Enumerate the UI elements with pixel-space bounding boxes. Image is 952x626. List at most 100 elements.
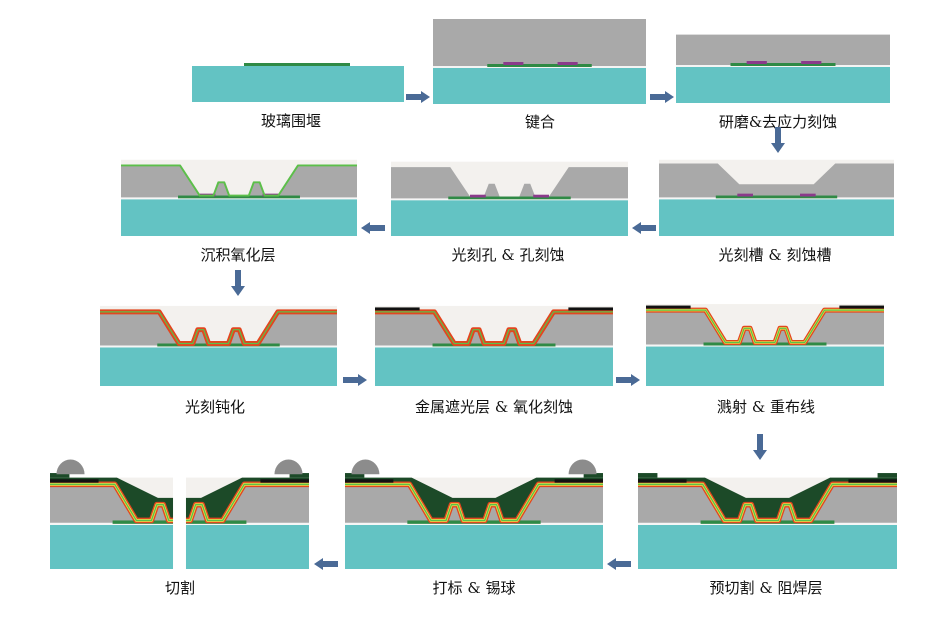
- step-8-label: 金属遮光层 & 氧化刻蚀: [415, 398, 573, 416]
- arrow-shape: [361, 222, 385, 234]
- pad: [746, 61, 767, 64]
- dam-layer: [730, 63, 836, 66]
- arrow-shape: [771, 127, 785, 153]
- glass-substrate: [192, 66, 404, 102]
- step-3-grinding-diagram: [676, 34, 890, 103]
- pad: [533, 194, 549, 198]
- dam-layer: [715, 195, 838, 199]
- arrow-down-icon: [231, 270, 245, 296]
- step-12-dicing-diagram: [50, 455, 309, 569]
- bond-gap: [100, 345, 337, 348]
- pad: [737, 193, 753, 197]
- silicon-wafer: [659, 163, 894, 198]
- bond-gap: [638, 522, 897, 525]
- solder-mask-edge: [345, 473, 365, 478]
- glass-substrate: [638, 524, 897, 569]
- bond-gap: [121, 197, 357, 200]
- dam-layer: [448, 196, 571, 200]
- arrow-shape: [616, 374, 640, 386]
- step-10-precut-solder-mask-diagram: [638, 455, 897, 569]
- metal-shield: [345, 479, 394, 483]
- dam-layer: [244, 63, 350, 66]
- metal-shield: [638, 479, 687, 483]
- step-11-label: 打标 & 锡球: [432, 579, 516, 597]
- silicon-wafer: [100, 311, 337, 346]
- step-5-label: 光刻孔 & 孔刻蚀: [451, 246, 565, 264]
- pad: [801, 61, 822, 64]
- step-5-hole-etch-diagram: [391, 158, 628, 236]
- arrow-shape: [406, 91, 430, 103]
- step-9-label: 溅射 & 重布线: [717, 398, 815, 416]
- oxide-layer: [100, 311, 337, 345]
- arrow-left-icon: [607, 558, 631, 570]
- arrow-right-icon: [650, 91, 674, 103]
- step-10-label: 预切割 & 阻焊层: [709, 579, 823, 597]
- glass-substrate: [375, 347, 613, 386]
- arrow-down-icon: [753, 434, 767, 460]
- dam-layer: [487, 64, 592, 67]
- step-3-label: 研磨&去应力刻蚀: [718, 113, 838, 131]
- oxide-layer: [345, 483, 603, 522]
- oxide-layer: [646, 309, 884, 344]
- metal-shield: [839, 305, 884, 309]
- metal-shield: [646, 305, 691, 309]
- solder-mask: [345, 477, 603, 521]
- arrow-left-icon: [314, 558, 338, 570]
- silicon-wafer: [345, 484, 603, 523]
- solder-ball: [56, 459, 85, 475]
- silicon-wafer: [646, 310, 884, 345]
- glass-substrate: [676, 67, 890, 103]
- arrow-left-icon: [632, 222, 656, 234]
- pad: [557, 62, 578, 65]
- arrow-shape: [231, 270, 245, 296]
- solder-mask: [638, 477, 897, 521]
- solder-mask-edge: [50, 473, 70, 478]
- metal-shield: [375, 307, 420, 311]
- solder-mask-edge: [638, 473, 658, 478]
- step-4-trench-diagram: [659, 156, 894, 236]
- solder-mask-edge: [877, 473, 897, 478]
- metal-shield: [260, 479, 309, 483]
- pad: [800, 193, 816, 197]
- oxide-layer: [375, 311, 613, 345]
- solder-mask-edge: [583, 473, 603, 478]
- solder-ball: [274, 459, 303, 475]
- solder-mask-edge: [289, 473, 309, 478]
- step-7-label: 光刻钝化: [184, 398, 246, 416]
- step-12-label: 切割: [164, 579, 196, 597]
- silicon-wafer: [121, 165, 357, 198]
- silicon-wafer: [375, 311, 613, 346]
- arrow-left-icon: [361, 222, 385, 234]
- oxide-layer: [638, 483, 897, 522]
- glass-substrate: [433, 68, 646, 104]
- silicon-wafer: [433, 19, 646, 66]
- bond-gap: [659, 197, 894, 200]
- glass-substrate: [345, 524, 603, 569]
- oxide-layer: [121, 164, 357, 197]
- bond-gap: [646, 344, 884, 347]
- glass-substrate: [659, 199, 894, 236]
- pad: [503, 62, 524, 65]
- step-8-metal-shield-diagram: [375, 302, 613, 386]
- arrow-right-icon: [343, 374, 367, 386]
- arrow-shape: [314, 558, 338, 570]
- step-4-label: 光刻槽 & 刻蚀槽: [718, 246, 832, 264]
- dam-layer: [178, 195, 300, 199]
- metal-shield: [50, 479, 99, 483]
- bond-gap: [375, 345, 613, 348]
- silicon-wafer: [50, 484, 309, 523]
- arrow-shape: [632, 222, 656, 234]
- step-6-oxide-deposition-diagram: [121, 156, 357, 236]
- arrow-right-icon: [616, 374, 640, 386]
- arrow-right-icon: [406, 91, 430, 103]
- glass-substrate: [646, 346, 884, 386]
- step-2-label: 键合: [524, 113, 556, 131]
- glass-substrate: [391, 200, 628, 236]
- arrow-shape: [650, 91, 674, 103]
- pad: [470, 194, 486, 198]
- arrow-shape: [753, 434, 767, 460]
- arrow-shape: [343, 374, 367, 386]
- arrow-down-icon: [771, 127, 785, 153]
- silicon-wafer: [391, 167, 628, 199]
- step-11-marking-solder-ball-diagram: [345, 455, 603, 569]
